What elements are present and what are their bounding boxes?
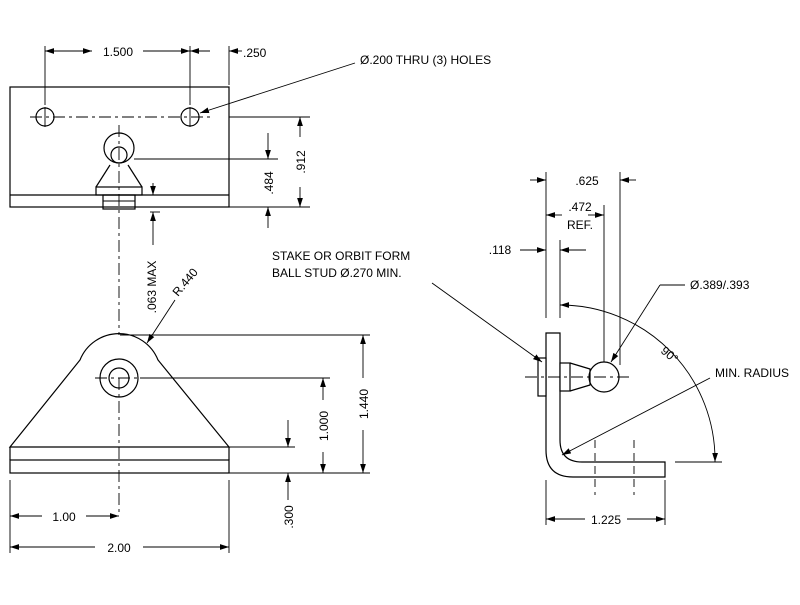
dim-484: .484 bbox=[262, 171, 276, 195]
top-view: 1.500 .250 Ø.200 THRU (3) HOLES .484 .91… bbox=[9, 45, 491, 335]
dim-912: .912 bbox=[294, 150, 308, 174]
side-bracket bbox=[545, 332, 666, 478]
angle-arc bbox=[559, 302, 718, 463]
dim-hole-spacing: 1.500 bbox=[103, 45, 133, 59]
dim-625: .625 bbox=[575, 174, 599, 188]
note-stake-line1: STAKE OR ORBIT FORM bbox=[272, 249, 410, 263]
dim-300: .300 bbox=[282, 505, 296, 529]
dim-ref: REF. bbox=[567, 218, 593, 232]
dim-radius: R.440 bbox=[170, 265, 202, 299]
side-view: .625 .472 REF. .118 STAKE OR ORBIT FORM … bbox=[272, 172, 789, 527]
dim-472: .472 bbox=[568, 200, 592, 214]
dim-ball: Ø.389/.393 bbox=[690, 278, 750, 292]
note-holes: Ø.200 THRU (3) HOLES bbox=[360, 53, 491, 67]
dim-1440: 1.440 bbox=[357, 389, 371, 419]
ball-stud-neck bbox=[110, 146, 128, 164]
bracket-triangle bbox=[8, 333, 231, 448]
dim-063: .063 MAX bbox=[145, 261, 159, 314]
dim-1000: 1.000 bbox=[317, 411, 331, 441]
note-min-radius: MIN. RADIUS bbox=[715, 366, 789, 380]
dim-1225: 1.225 bbox=[591, 513, 621, 527]
dim-edge: .250 bbox=[243, 46, 267, 60]
dim-half-width: 1.00 bbox=[52, 510, 76, 524]
note-stake-line2: BALL STUD Ø.270 MIN. bbox=[272, 266, 402, 280]
front-view: .063 MAX R.440 1.440 1.000 .300 1.00 2.0… bbox=[8, 183, 371, 555]
bracket-base bbox=[9, 459, 230, 474]
dim-angle: 90° bbox=[658, 344, 681, 367]
top-plate-outline bbox=[9, 86, 230, 208]
dim-118: .118 bbox=[489, 243, 512, 257]
dim-width: 2.00 bbox=[107, 541, 131, 555]
